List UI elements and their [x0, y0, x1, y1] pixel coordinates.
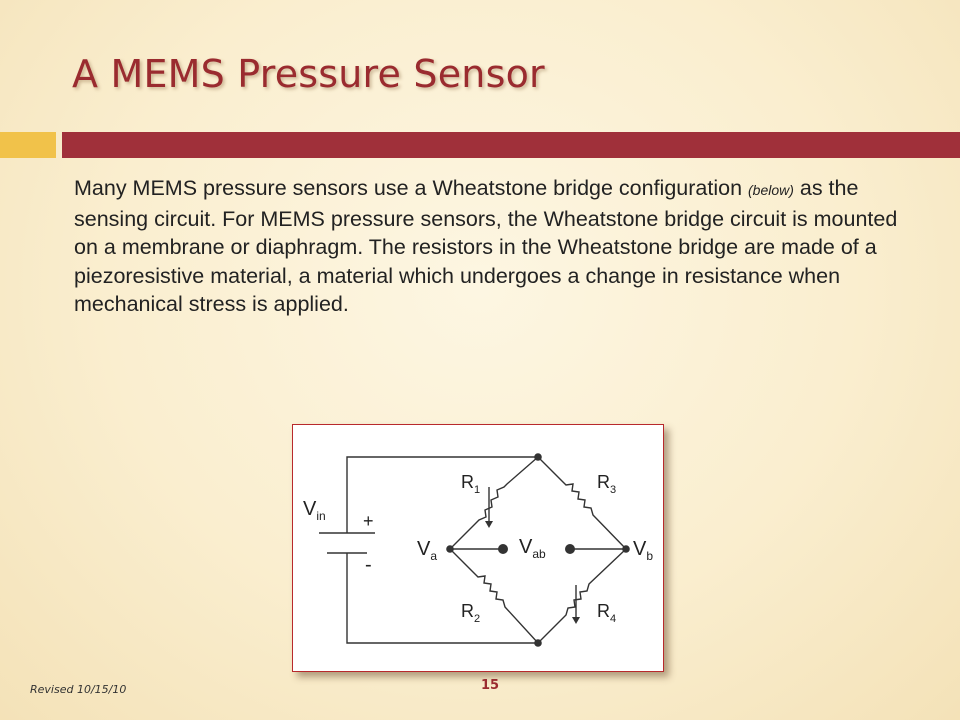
label-vb: Vb [633, 538, 653, 563]
terminal-vab-left [498, 544, 508, 554]
body-text-below-note: (below) [748, 182, 794, 198]
body-paragraph: Many MEMS pressure sensors use a Wheatst… [74, 174, 914, 319]
slide-title: A MEMS Pressure Sensor [72, 52, 545, 96]
resistor-r1 [449, 456, 539, 550]
r4-arrow-head [572, 617, 580, 624]
label-vin: Vin [303, 498, 326, 523]
label-r3: R3 [597, 472, 616, 496]
node-top [534, 453, 542, 461]
node-va [446, 545, 454, 553]
body-text-part2: as the sensing circuit. For MEMS pressur… [74, 176, 898, 316]
resistor-r4 [537, 548, 627, 644]
body-text-part1: Many MEMS pressure sensors use a Wheatst… [74, 176, 748, 200]
node-vb [622, 545, 630, 553]
page-number: 15 [480, 678, 500, 693]
resistor-r3 [537, 456, 627, 550]
label-minus: - [365, 554, 372, 576]
label-plus: + [363, 511, 374, 531]
r1-arrow-head [485, 521, 493, 528]
wheatstone-bridge-figure: Vin + - Va Vab Vb R1 R3 R2 R4 [292, 424, 664, 672]
resistor-r2 [449, 548, 539, 644]
footer-revised-date: Revised 10/15/10 [30, 683, 127, 696]
terminal-vab-right [565, 544, 575, 554]
accent-bar-red [62, 132, 960, 158]
label-va: Va [417, 538, 437, 563]
label-r1: R1 [461, 472, 480, 496]
wheatstone-bridge-diagram: Vin + - Va Vab Vb R1 R3 R2 R4 [303, 453, 653, 647]
wire-bottom [346, 553, 538, 644]
node-bottom [534, 639, 542, 647]
accent-bar-gold [0, 132, 56, 158]
label-r4: R4 [597, 601, 616, 625]
label-r2: R2 [461, 601, 480, 625]
label-vab: Vab [519, 536, 546, 561]
wire-top [346, 456, 538, 533]
